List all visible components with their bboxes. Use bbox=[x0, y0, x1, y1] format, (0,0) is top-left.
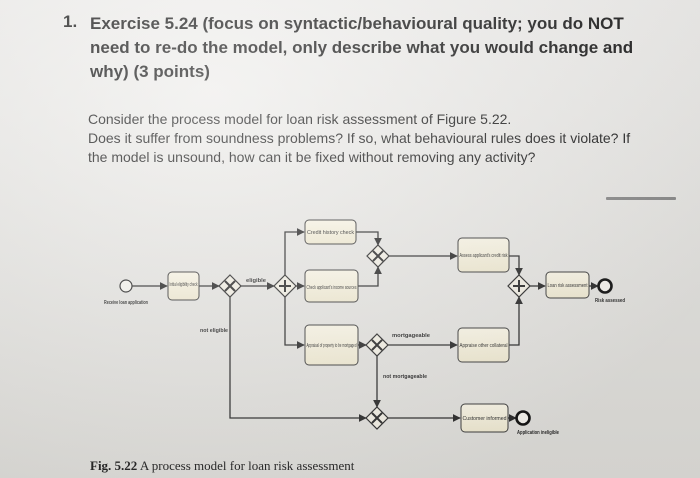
question-body-line: Does it suffer from soundness problems? … bbox=[88, 130, 631, 146]
xor-gateway-mortgageable bbox=[365, 333, 389, 357]
task-label: Customer informed bbox=[463, 416, 507, 422]
task-label: Assess applicant's credit risk bbox=[460, 253, 508, 259]
pen-mark bbox=[606, 197, 676, 200]
flow-label-not-eligible: not eligible bbox=[200, 328, 229, 334]
question-title-line: Exercise 5.24 (focus on syntactic/behavi… bbox=[90, 14, 624, 33]
question-body: Consider the process model for loan risk… bbox=[88, 110, 688, 167]
task-label: Check applicant's income sources bbox=[307, 285, 357, 291]
task-appraisal-of-property bbox=[304, 324, 359, 366]
task-label: Appraisal of property to be mortgaged bbox=[307, 343, 357, 349]
task-credit-history-check bbox=[304, 219, 357, 245]
event-label-risk-assessed: Risk assessed bbox=[595, 298, 625, 304]
question-body-line: the model is unsound, how can it be fixe… bbox=[88, 149, 536, 165]
figure-caption-label: Fig. 5.22 bbox=[90, 458, 138, 473]
task-appraise-other-collateral bbox=[457, 327, 510, 363]
task-label: Credit history check bbox=[307, 230, 354, 236]
task-customer-informed bbox=[460, 403, 509, 433]
question-title-line: need to re-do the model, only describe w… bbox=[90, 38, 634, 57]
question-number: 1. bbox=[63, 12, 78, 31]
question-body-line: Consider the process model for loan risk… bbox=[88, 111, 512, 127]
end-event-risk-assessed bbox=[597, 278, 613, 294]
flow-label-mortgageable: mortgageable bbox=[392, 333, 431, 339]
task-assess-credit-risk bbox=[457, 237, 510, 273]
event-label-ineligible: Application ineligible bbox=[517, 430, 559, 436]
figure-caption-text: A process model for loan risk assessment bbox=[139, 458, 355, 473]
and-gateway-join bbox=[507, 274, 531, 298]
task-label: Loan risk assessment bbox=[548, 283, 588, 289]
figure-caption: Fig. 5.22 A process model for loan risk … bbox=[90, 458, 354, 474]
question-title-line: why) (3 points) bbox=[90, 62, 210, 81]
xor-gateway-join bbox=[366, 244, 390, 268]
xor-gateway-eligibility bbox=[218, 274, 242, 298]
flow-label-not-mortgageable: not mortgageable bbox=[383, 374, 428, 380]
xor-gateway-ineligible-join bbox=[365, 406, 389, 430]
task-label: Initial eligibility check bbox=[170, 282, 198, 288]
task-initial-eligibility-check bbox=[167, 271, 200, 301]
flow-label-eligible: eligible bbox=[246, 278, 267, 284]
task-check-income-sources bbox=[304, 269, 359, 303]
task-loan-risk-assessment bbox=[545, 271, 590, 299]
start-event bbox=[119, 279, 133, 293]
question-title: Exercise 5.24 (focus on syntactic/behavi… bbox=[90, 12, 670, 84]
event-label-start: Receive loan application bbox=[104, 300, 148, 306]
task-label: Appraise other collateral bbox=[460, 343, 508, 349]
and-gateway-split bbox=[273, 274, 297, 298]
end-event-application-ineligible bbox=[515, 410, 531, 426]
